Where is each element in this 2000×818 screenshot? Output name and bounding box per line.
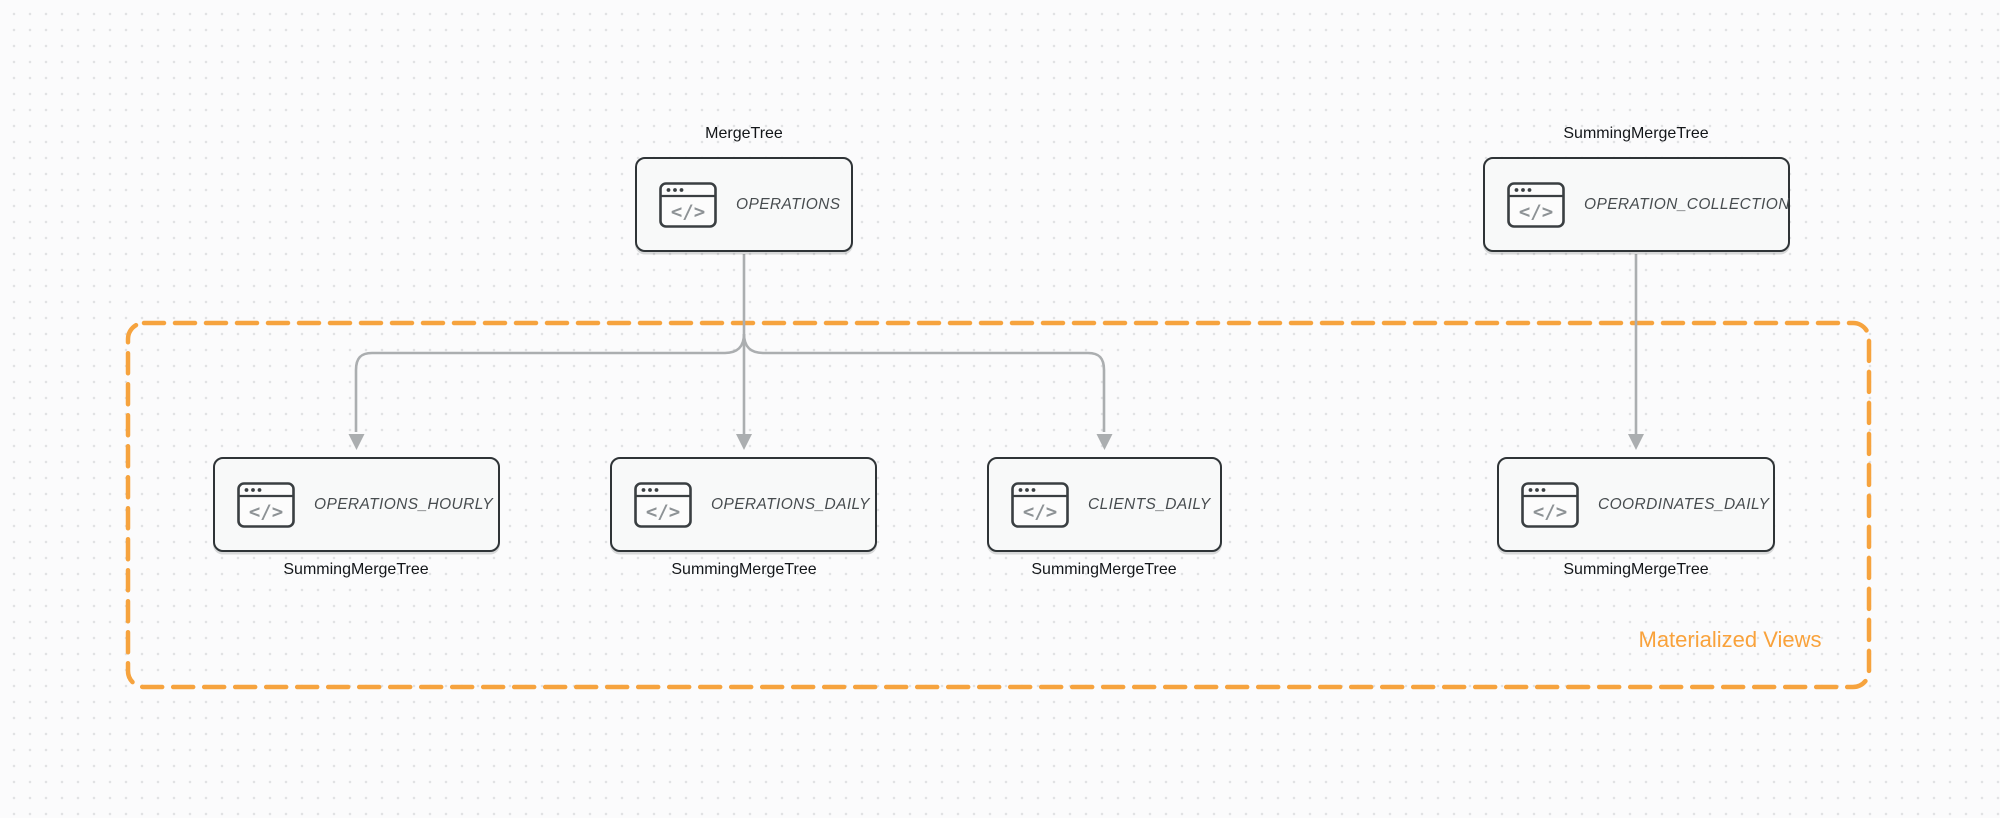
code-window-icon: </> [634,481,692,528]
svg-text:</>: </> [646,501,680,523]
arrowhead-icon [1096,434,1113,450]
svg-text:</>: </> [1519,201,1553,223]
code-window-icon: </> [1507,181,1565,228]
table-name: OPERATIONS_HOURLY [314,495,494,513]
table-name: OPERATIONS [736,195,841,213]
materialized-views-frame[interactable] [125,320,1872,690]
code-window-icon: </> [1521,481,1579,528]
engine-label: MergeTree [705,125,783,142]
node-operations-daily[interactable]: </> OPERATIONS_DAILY [610,457,877,552]
node-clients-daily[interactable]: </> CLIENTS_DAILY [987,457,1222,552]
table-name: OPERATION_COLLECTION [1584,195,1790,213]
edge-operations-to-clients-daily [742,333,1106,432]
node-operations-hourly[interactable]: </> OPERATIONS_HOURLY [213,457,500,552]
svg-text:</>: </> [671,201,705,223]
code-window-icon: </> [1011,481,1069,528]
engine-label: SummingMergeTree [1563,125,1709,142]
edge-operations-to-operations-hourly [354,333,746,432]
engine-label: SummingMergeTree [1563,561,1709,578]
materialized-views-label: Materialized Views [1638,627,1822,652]
node-coordinates-daily[interactable]: </> COORDINATES_DAILY [1497,457,1775,552]
node-operations[interactable]: </> OPERATIONS [635,157,853,252]
node-operation-collection[interactable]: </> OPERATION_COLLECTION [1483,157,1790,252]
arrowhead-icon [1628,434,1644,450]
svg-text:</>: </> [1023,501,1057,523]
svg-text:</>: </> [249,501,283,523]
arrowhead-icon [348,434,365,450]
arrowhead-icon [736,434,752,450]
table-name: OPERATIONS_DAILY [711,495,870,513]
table-name: COORDINATES_DAILY [1598,495,1770,513]
engine-label: SummingMergeTree [283,561,429,578]
code-window-icon: </> [659,181,717,228]
code-window-icon: </> [237,481,295,528]
engine-label: SummingMergeTree [1031,561,1177,578]
engine-label: SummingMergeTree [671,561,817,578]
svg-text:</>: </> [1533,501,1567,523]
table-name: CLIENTS_DAILY [1088,495,1211,513]
